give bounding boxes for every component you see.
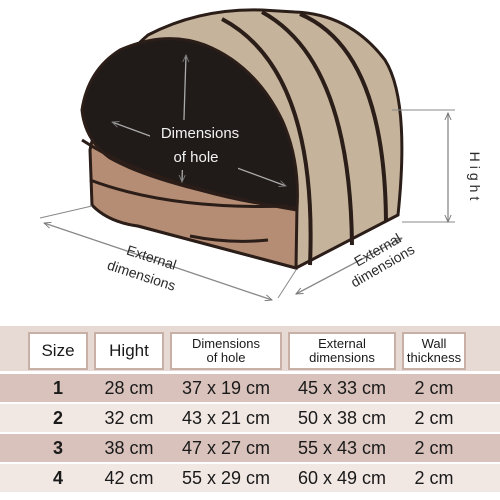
table-row-2 [0,404,500,432]
row-1-external: 45 x 33 cm [297,377,387,398]
row-3-wall: 2 cm [414,437,454,458]
hole-label-backdrop [150,120,238,170]
seam-band-1 [221,17,313,266]
header-external-line2: dimensions [309,350,375,365]
external-side-arrow [296,237,402,295]
row-3-hole: 47 x 27 cm [181,437,271,458]
header-wall: Wall thickness [402,332,466,370]
seam-band-2 [261,10,354,246]
row-3-size: 3 [52,437,63,458]
size-table: Size Hight Dimensions of hole External d… [0,326,500,500]
height-label: Hight [467,152,483,205]
row-4-hight: 42 cm [104,467,154,488]
row-1-hight: 28 cm [104,377,154,398]
row-4-hole: 55 x 29 cm [181,467,271,488]
row-3-external: 55 x 43 cm [297,437,387,458]
row-4-size: 4 [52,467,63,488]
seam-band-3 [299,12,388,223]
row-2-hight: 32 cm [104,407,154,428]
row-2-wall: 2 cm [414,407,454,428]
row-2-hole: 43 x 21 cm [181,407,271,428]
header-hight: Hight [94,332,164,370]
header-hole: Dimensions of hole [170,332,282,370]
external-front-arrow [44,223,272,300]
hole-label-line1: Dimensions [161,125,239,142]
header-external-line1: External [318,336,366,352]
header-hole-line2: of hole [206,350,246,365]
header-hole-line1: Dimensions [192,336,260,352]
header-size: Size [28,332,88,370]
table-row-3 [0,434,500,462]
row-4-external: 60 x 49 cm [297,467,387,488]
table-row-1 [0,374,500,402]
header-hight-label: Hight [109,341,149,361]
external-front-tick-left [39,205,93,219]
header-wall-line2: thickness [406,350,462,365]
row-1-wall: 2 cm [414,377,454,398]
header-wall-line1: Wall [421,336,447,352]
row-2-external: 50 x 38 cm [297,407,387,428]
row-1-size: 1 [52,377,63,398]
row-4-wall: 2 cm [414,467,454,488]
cushion-stitch-1 [89,178,289,208]
row-2-size: 2 [52,407,63,428]
row-1-hole: 37 x 19 cm [181,377,271,398]
header-external: External dimensions [288,332,396,370]
external-front-tick-right [277,269,297,299]
header-size-label: Size [41,341,75,361]
pet-bed-diagram: Dimensions of hole Hight External dimens… [39,8,483,320]
table-row-4 [0,464,500,492]
row-3-hight: 38 cm [104,437,154,458]
hole-label-line2: of hole [173,149,218,166]
